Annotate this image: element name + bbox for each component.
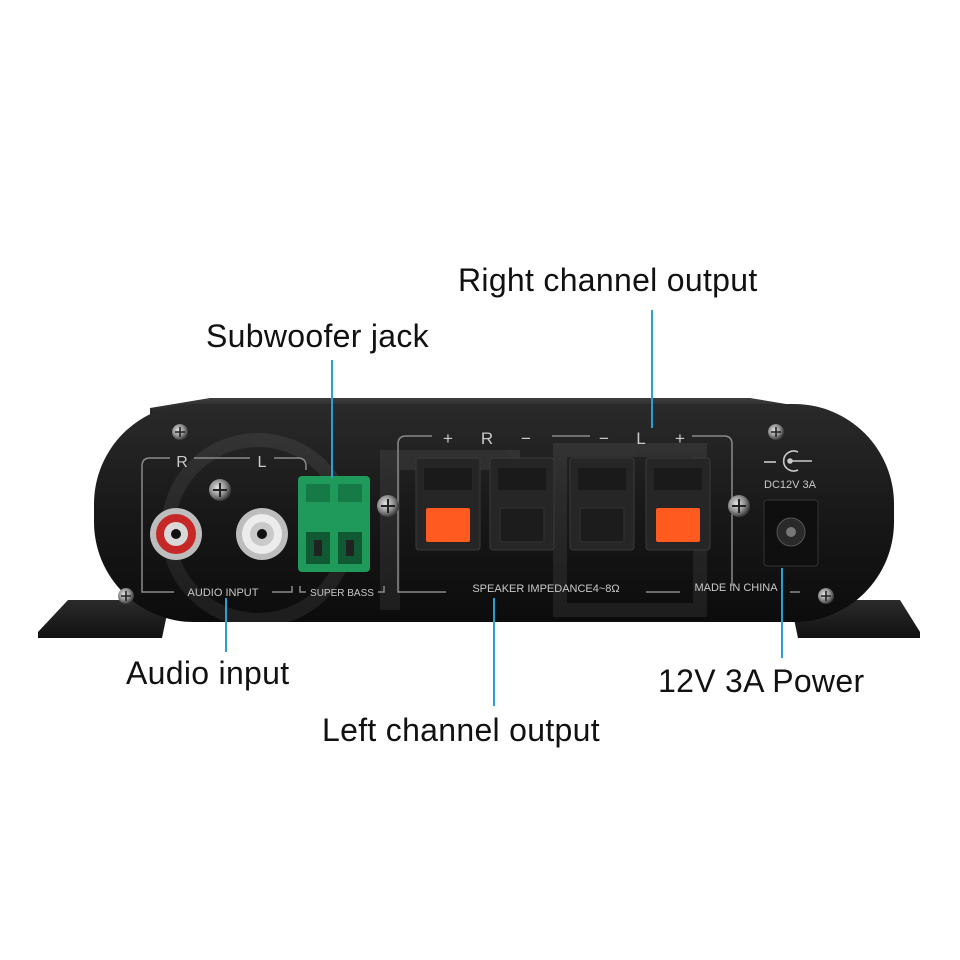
speaker-terminal-l-minus[interactable] [569, 457, 635, 551]
subwoofer-terminal[interactable] [298, 476, 370, 572]
super-bass-label: SUPER BASS [310, 588, 374, 599]
left-channel-output-callout: Left channel output [322, 712, 600, 748]
screw-icon [728, 495, 750, 517]
screw-icon [209, 479, 231, 501]
screw-icon [768, 424, 784, 440]
speaker-l-label: L [636, 429, 645, 448]
dc-polarity-icon [764, 450, 812, 472]
speaker-minus-r-label: − [521, 429, 531, 448]
screw-icon [818, 588, 834, 604]
dc-power-jack[interactable] [763, 499, 819, 567]
right-channel-output-callout: Right channel output [458, 262, 758, 298]
screw-icon [172, 424, 188, 440]
rca-jack-right[interactable] [150, 508, 202, 560]
speaker-minus-l-label: − [599, 429, 609, 448]
callout-lines [225, 310, 783, 706]
made-in-label: MADE IN CHINA [694, 582, 778, 594]
screw-icon [377, 495, 399, 517]
audio-group-outline-left [141, 457, 170, 586]
audio-l-label: L [258, 454, 267, 471]
screw-icon [118, 588, 134, 604]
power-callout: 12V 3A Power [658, 663, 865, 699]
left-mounting-foot [38, 600, 170, 638]
subwoofer-jack-callout: Subwoofer jack [206, 318, 429, 354]
audio-input-callout: Audio input [126, 655, 290, 691]
speaker-terminal-r-plus[interactable] [415, 457, 481, 551]
speaker-plus-l-label: + [675, 429, 685, 448]
speaker-impedance-label: SPEAKER IMPEDANCE4~8Ω [472, 583, 619, 595]
speaker-terminal-l-plus[interactable] [645, 457, 711, 551]
speaker-plus-r-label: + [443, 429, 453, 448]
speaker-group-outline [397, 435, 432, 586]
speaker-r-label: R [481, 429, 493, 448]
speaker-terminal-r-minus[interactable] [489, 457, 555, 551]
audio-input-label: AUDIO INPUT [188, 587, 259, 599]
dc-rating-label: DC12V 3A [764, 479, 817, 491]
audio-r-label: R [176, 454, 188, 471]
rca-jack-left[interactable] [236, 508, 288, 560]
